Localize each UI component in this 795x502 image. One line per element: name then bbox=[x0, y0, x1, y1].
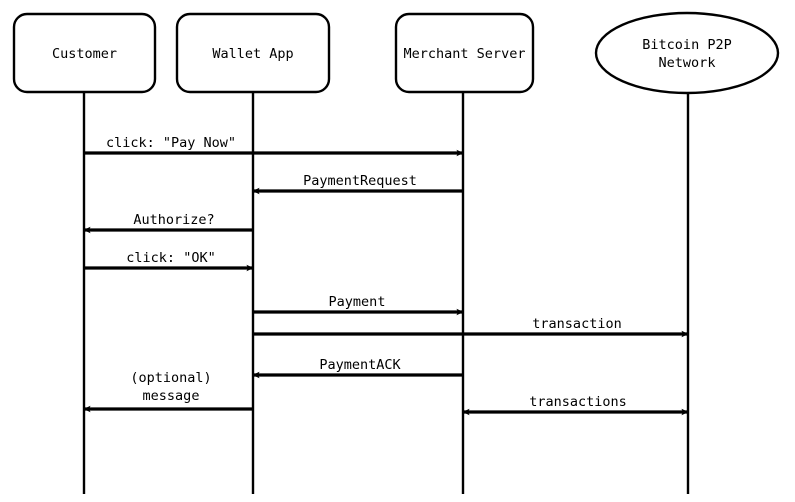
customer-box[interactable] bbox=[12, 12, 157, 94]
message-label: transaction bbox=[532, 316, 621, 332]
bitcoin-p2p-network-label: Bitcoin P2P bbox=[642, 37, 731, 53]
message-label-line2: message bbox=[143, 388, 200, 404]
lifelines-group bbox=[82, 92, 690, 494]
message-label: click: "Pay Now" bbox=[106, 135, 236, 151]
bitcoin-p2p-network-ellipse[interactable] bbox=[594, 11, 780, 95]
message-label: PaymentRequest bbox=[303, 173, 417, 189]
message-transaction[interactable]: transaction bbox=[253, 316, 689, 338]
wallet-app-box[interactable] bbox=[175, 12, 331, 94]
message-label: (optional) bbox=[130, 370, 211, 386]
message-transactions[interactable]: transactions bbox=[462, 394, 689, 416]
message-label: PaymentACK bbox=[319, 357, 401, 373]
message-label: Authorize? bbox=[133, 212, 214, 228]
participant-customer[interactable]: Customer bbox=[12, 12, 157, 94]
merchant-server-box[interactable] bbox=[394, 12, 535, 94]
bitcoin-p2p-network-label-line2: Network bbox=[659, 55, 716, 71]
message-click-ok[interactable]: click: "OK" bbox=[84, 250, 254, 272]
message-payment-ack[interactable]: PaymentACK bbox=[252, 357, 463, 379]
message-payment-request[interactable]: PaymentRequest bbox=[252, 173, 463, 195]
participant-bitcoin-p2p-network[interactable]: Bitcoin P2P Network bbox=[594, 11, 780, 95]
message-label: click: "OK" bbox=[126, 250, 215, 266]
customer-label: Customer bbox=[52, 46, 117, 62]
message-label: transactions bbox=[529, 394, 627, 410]
participant-wallet-app[interactable]: Wallet App bbox=[175, 12, 331, 94]
message-optional-message[interactable]: (optional) message bbox=[83, 370, 253, 413]
message-click-pay-now[interactable]: click: "Pay Now" bbox=[84, 135, 464, 157]
wallet-app-label: Wallet App bbox=[212, 46, 293, 62]
message-authorize[interactable]: Authorize? bbox=[83, 212, 253, 234]
merchant-server-label: Merchant Server bbox=[404, 46, 526, 62]
message-label: Payment bbox=[329, 294, 386, 310]
message-payment[interactable]: Payment bbox=[253, 294, 464, 316]
participant-merchant-server[interactable]: Merchant Server bbox=[394, 12, 535, 94]
